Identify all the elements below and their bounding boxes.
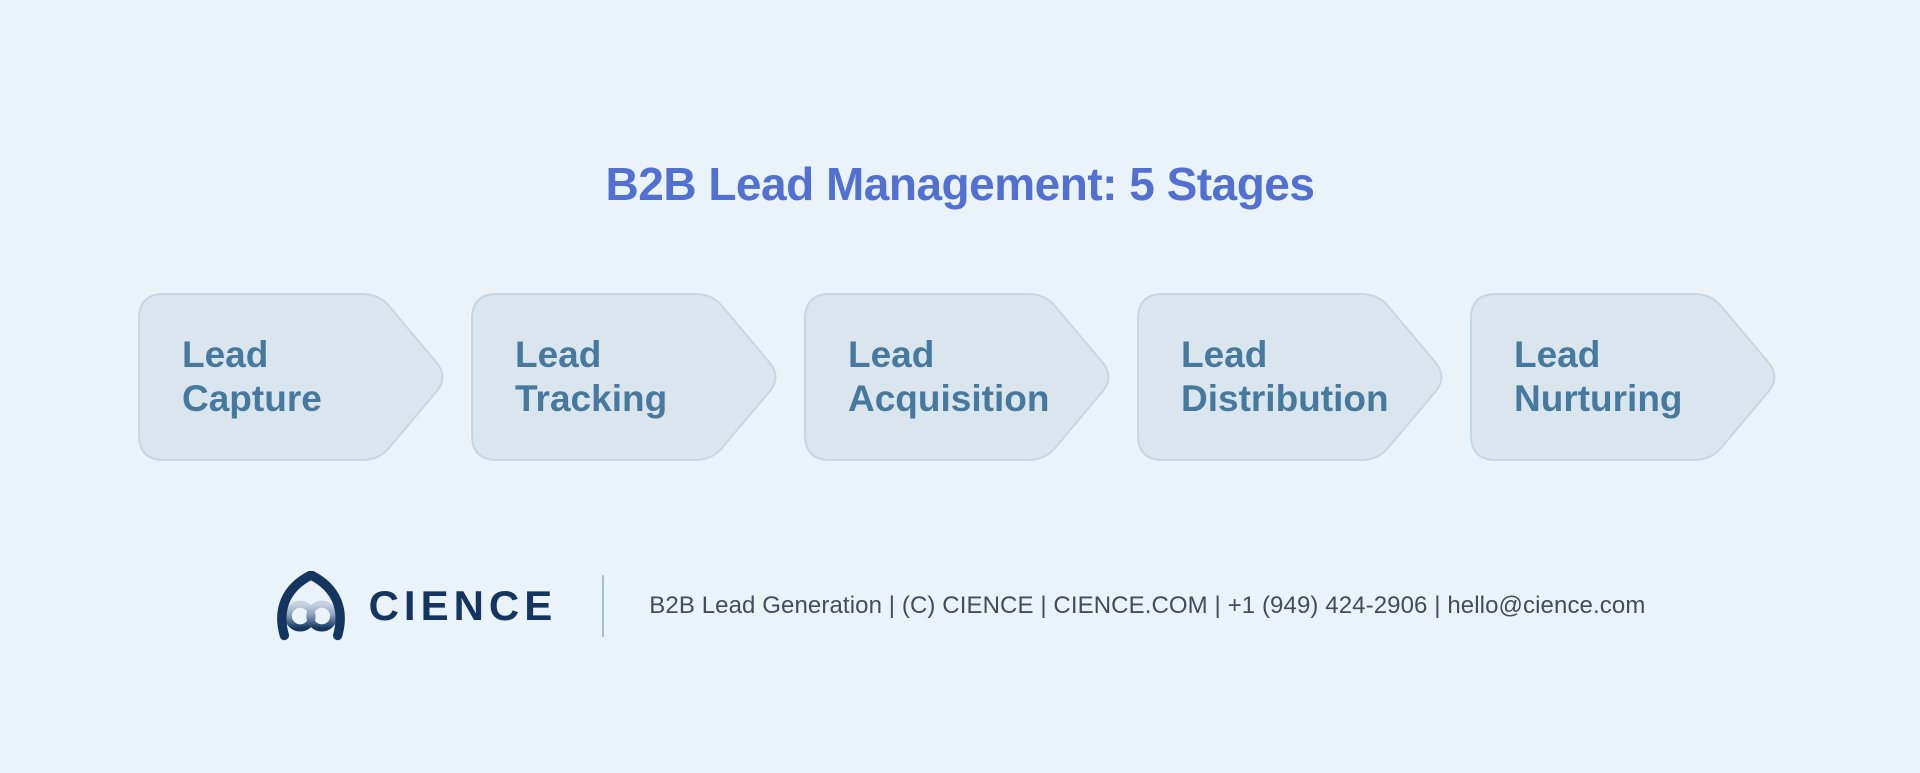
arrow-shape — [1137, 293, 1443, 461]
page-title: B2B Lead Management: 5 Stages — [605, 158, 1315, 210]
footer-divider — [602, 575, 605, 637]
stage-label: Lead Distribution — [1181, 333, 1389, 421]
stage-label: Lead Acquisition — [848, 333, 1049, 421]
footer-contact-line: B2B Lead Generation | (C) CIENCE | CIENC… — [649, 592, 1646, 619]
stage-label-line1: Lead — [182, 334, 269, 375]
arrow-shape — [804, 293, 1110, 461]
stages-row: Lead Capture Lead Tracking Lead Acquisit… — [138, 293, 1778, 461]
arrow-shape — [138, 293, 444, 461]
stage-lead-tracking: Lead Tracking — [471, 293, 779, 461]
arrow-shape — [1470, 293, 1776, 461]
stage-label-line1: Lead — [1514, 334, 1601, 375]
cience-logo-icon — [276, 571, 345, 641]
stage-label-line1: Lead — [1181, 334, 1268, 375]
brand-wordmark: CIENCE — [368, 582, 558, 629]
stage-label: Lead Nurturing — [1514, 333, 1683, 421]
stage-label-line2: Acquisition — [848, 378, 1050, 419]
footer: CIENCE B2B Lead Generation | (C) CIENCE … — [0, 560, 1920, 652]
stage-label: Lead Capture — [182, 333, 322, 421]
stage-label-line2: Distribution — [1181, 378, 1389, 419]
stage-label-line1: Lead — [848, 334, 935, 375]
stage-label-line2: Tracking — [515, 378, 668, 419]
stage-label-line2: Nurturing — [1514, 378, 1683, 419]
arrow-shape — [471, 293, 777, 461]
stage-lead-distribution: Lead Distribution — [1137, 293, 1445, 461]
stage-label-line2: Capture — [182, 378, 322, 419]
stage-lead-capture: Lead Capture — [138, 293, 446, 461]
stage-lead-acquisition: Lead Acquisition — [804, 293, 1112, 461]
stage-lead-nurturing: Lead Nurturing — [1470, 293, 1778, 461]
stage-label-line1: Lead — [515, 334, 602, 375]
stage-label: Lead Tracking — [515, 333, 667, 421]
